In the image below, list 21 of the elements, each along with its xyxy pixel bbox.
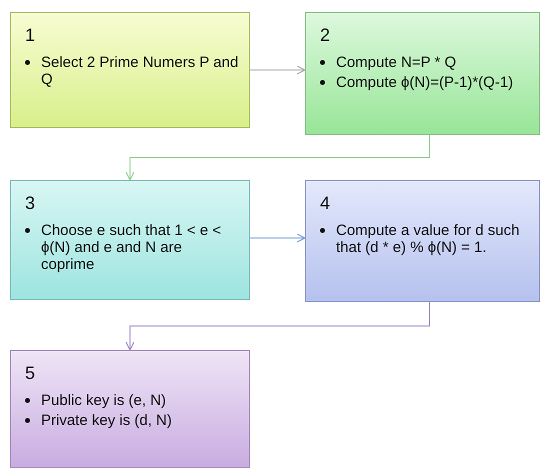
step-box (10, 180, 250, 300)
bullet-text: Choose e such that 1 < e < ϕ(N) and e and N are coprime (41, 222, 222, 273)
arrow (250, 66, 306, 74)
bullet-text: Compute ϕ(N)=(P-1)*(Q-1) (336, 74, 514, 91)
arrow (250, 234, 306, 242)
step-number: 3 (25, 193, 36, 214)
arrow (126, 302, 430, 350)
bullet-text: Public key is (e, N) (41, 392, 168, 409)
step-box (305, 12, 540, 135)
bullet-text: Compute a value for d such that (d * e) % ϕ(N) = 1. (336, 222, 520, 256)
step-number: 5 (25, 363, 36, 384)
bullet-text: Compute N=P * Q (336, 54, 458, 71)
bullet-text: Select 2 Prime Numers P and Q (41, 54, 239, 88)
step-box (10, 350, 250, 468)
step-number: 1 (25, 25, 36, 46)
step-number: 4 (320, 193, 332, 214)
bullet-text: Private key is (d, N) (41, 412, 173, 429)
step-box (10, 12, 250, 128)
step-box (305, 180, 540, 302)
step-number: 2 (320, 25, 332, 46)
arrow (126, 134, 430, 180)
